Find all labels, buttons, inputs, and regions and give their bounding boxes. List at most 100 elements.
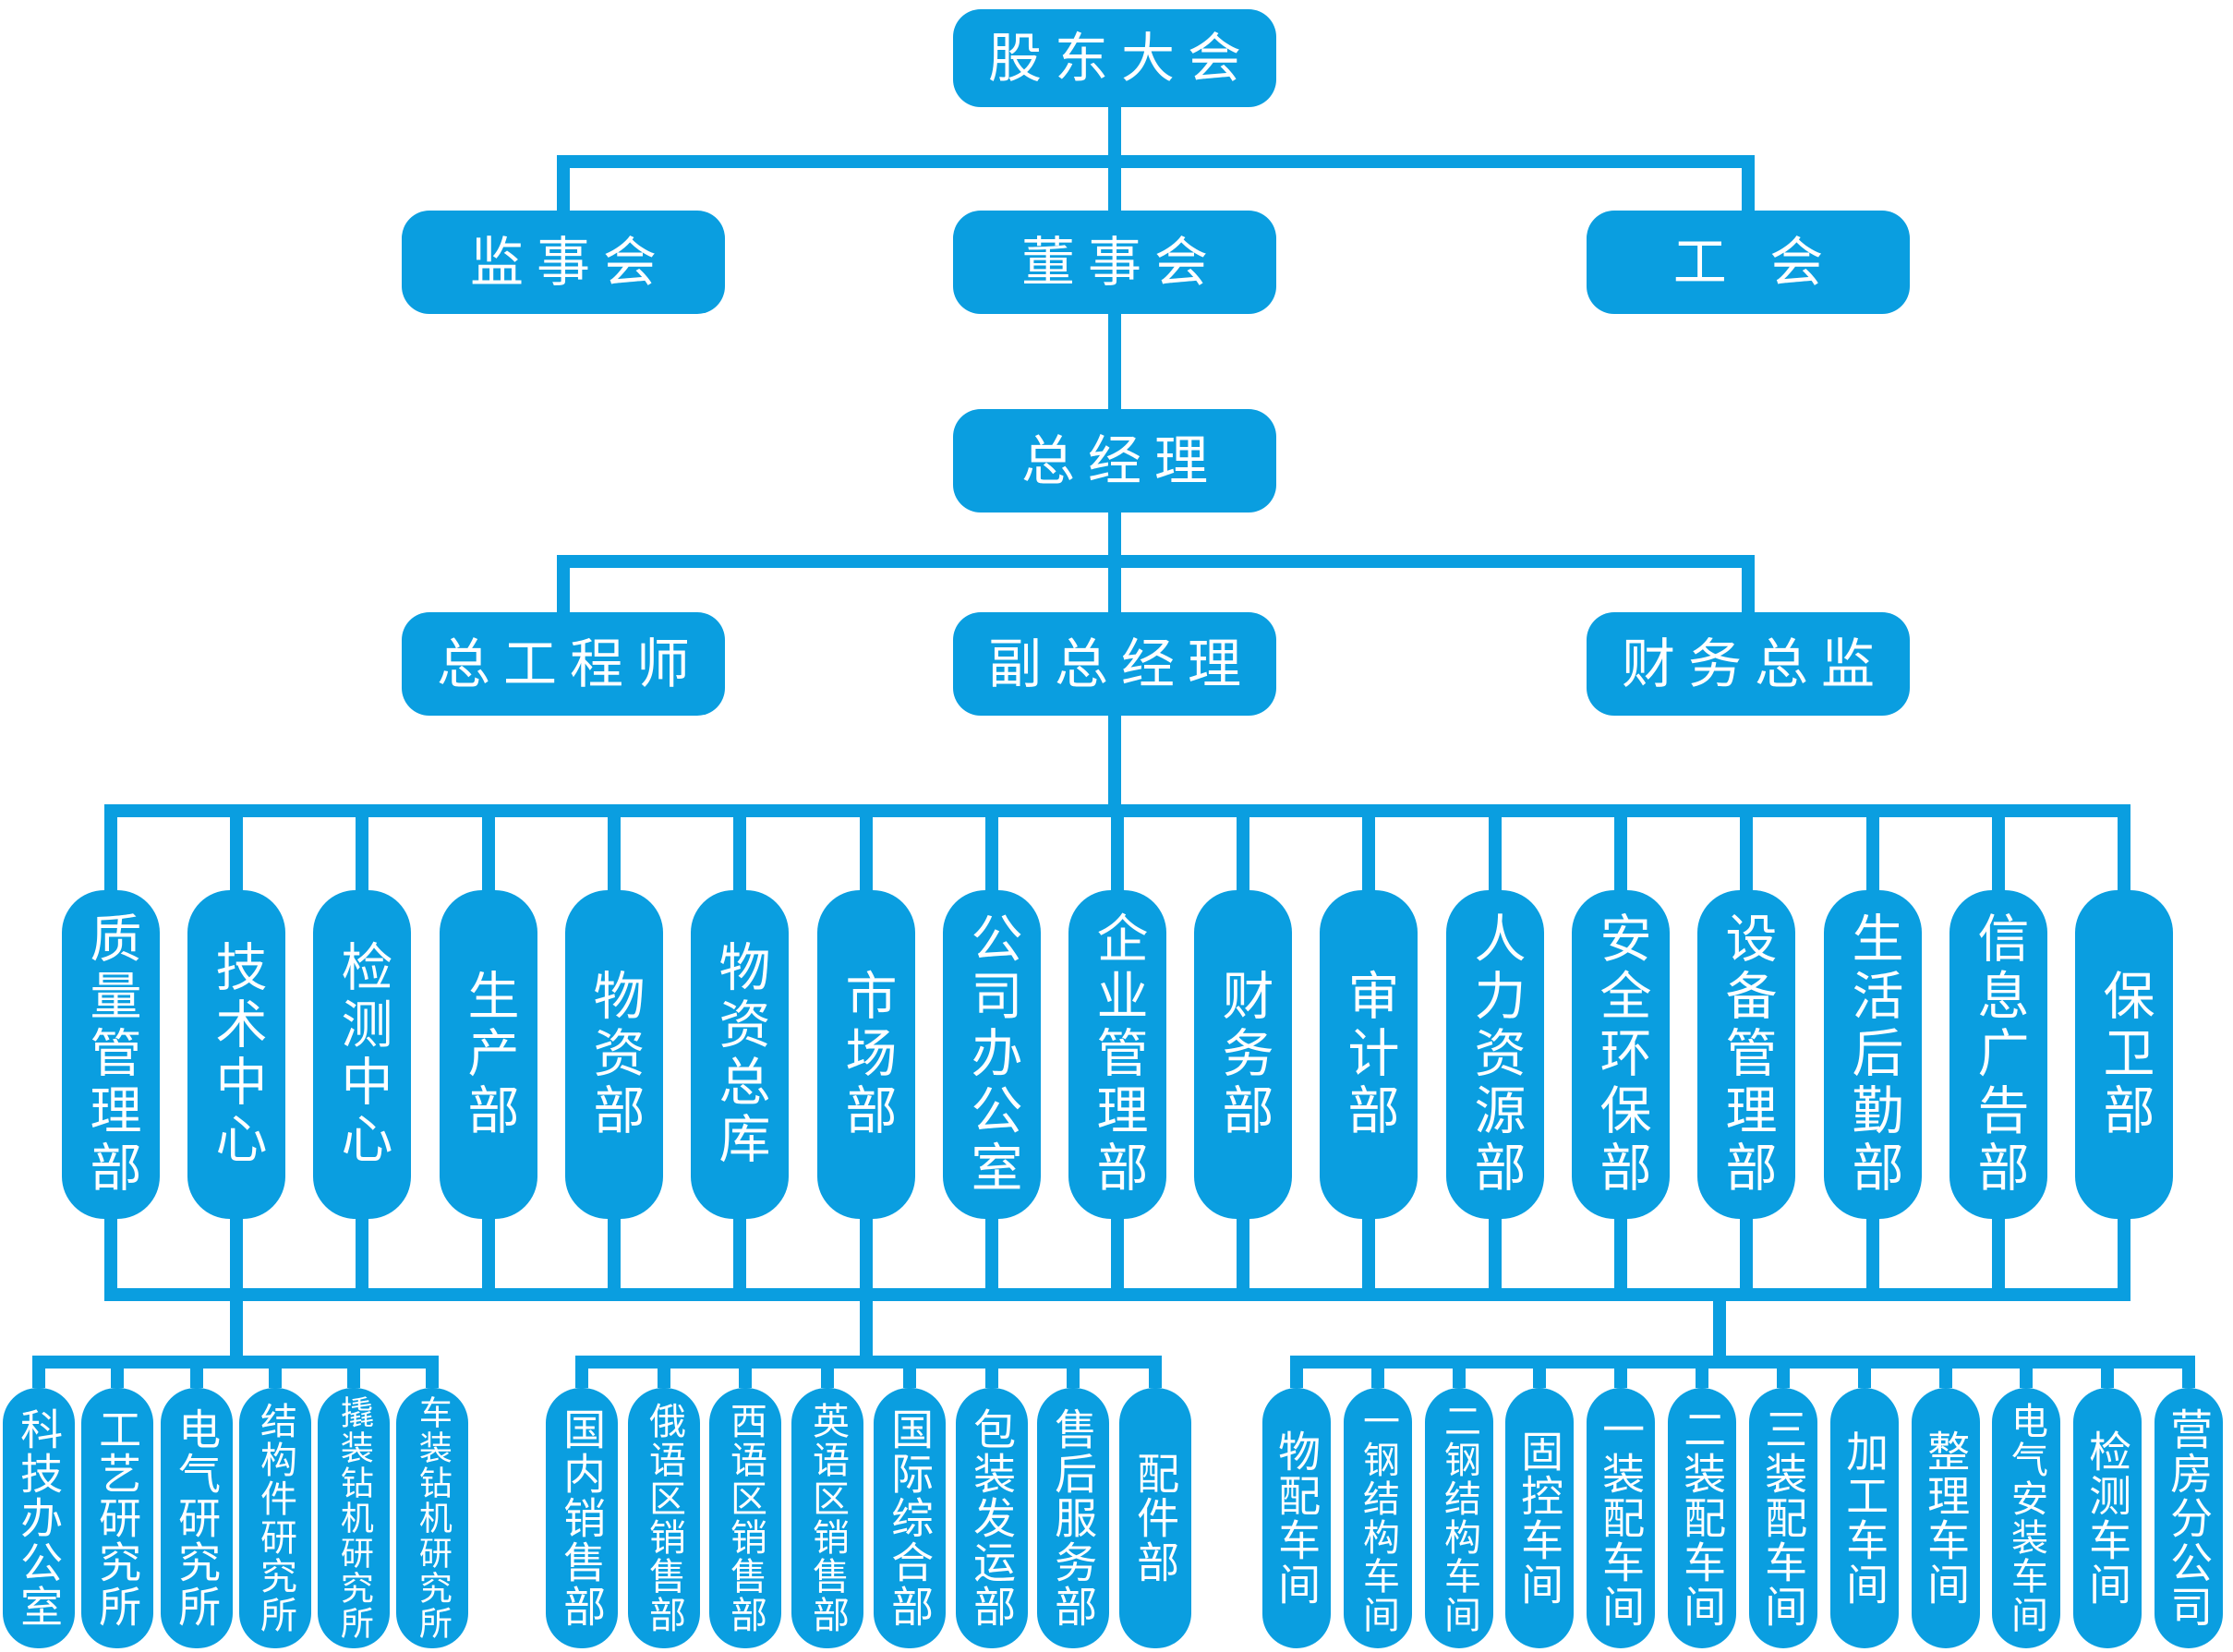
connector-line [1740, 1219, 1753, 1301]
node-dept-materials: 物资部 [565, 890, 663, 1219]
connector-line [1489, 1219, 1502, 1301]
connector-line [1108, 512, 1121, 568]
connector-line [1111, 804, 1124, 890]
node-label: 售后服务部 [1048, 1407, 1099, 1629]
connector-line [1489, 804, 1502, 890]
node-label: 英语区销售部 [806, 1402, 849, 1634]
connector-line [733, 1219, 746, 1301]
node-label: 物资部 [585, 969, 645, 1140]
node-sub-spare-parts: 配件部 [1119, 1388, 1191, 1648]
node-label: 安全环保部 [1591, 911, 1651, 1198]
connector-line [1866, 804, 1879, 890]
connector-line [1108, 555, 1121, 612]
node-dept-testing-center: 检测中心 [313, 890, 411, 1219]
node-dept-marketing: 市场部 [817, 890, 915, 1219]
node-sub-machining-workshop: 加工车间 [1830, 1388, 1899, 1648]
node-shareholders-meeting: 股东大会 [953, 9, 1276, 107]
connector-line [1992, 804, 2005, 890]
node-sub-assembly-3-workshop: 三装配车间 [1749, 1388, 1817, 1648]
node-sub-truck-rig-research: 车装钻机研究所 [396, 1388, 468, 1648]
node-label: 生活后勤部 [1843, 911, 1903, 1198]
node-label: 信息广告部 [1969, 911, 2029, 1198]
connector-line [985, 1356, 998, 1388]
node-deputy-general-manager: 副总经理 [953, 612, 1276, 716]
node-label: 包装发运部 [967, 1407, 1018, 1629]
connector-line [230, 1219, 243, 1301]
node-label: 俄语区销售部 [643, 1402, 685, 1634]
node-label: 监事会 [469, 231, 670, 294]
connector-line [1740, 804, 1753, 890]
node-dept-equipment-management: 设备管理部 [1697, 890, 1795, 1219]
node-dept-company-office: 公司办公室 [943, 890, 1041, 1219]
node-label: 科技办公室 [14, 1407, 65, 1629]
connector-line [575, 1356, 588, 1388]
node-finance-director: 财务总监 [1587, 612, 1910, 716]
connector-line [658, 1356, 670, 1388]
connector-line [2118, 804, 2130, 890]
node-sub-russian-region-sales: 俄语区销售部 [628, 1388, 700, 1648]
connector-line [557, 555, 1755, 568]
node-label: 一钢结构车间 [1357, 1402, 1399, 1634]
connector-line [608, 804, 621, 890]
node-label: 公司办公室 [962, 911, 1022, 1198]
node-dept-quality-management: 质量管理部 [62, 890, 160, 1219]
node-dept-materials-warehouse: 物资总库 [691, 890, 789, 1219]
node-sub-domestic-sales: 国内销售部 [546, 1388, 618, 1648]
node-sub-skid-rig-research: 撬装钻机研究所 [318, 1388, 390, 1648]
connector-line [1108, 314, 1121, 409]
node-label: 工艺研究所 [92, 1407, 143, 1629]
connector-line [1614, 1356, 1627, 1388]
node-sub-electrical-installation-workshop: 电气安装车间 [1992, 1388, 2060, 1648]
connector-line [1992, 1219, 2005, 1301]
node-label: 技术中心 [207, 940, 267, 1169]
connector-line [230, 1301, 243, 1369]
node-chief-engineer: 总工程师 [402, 612, 725, 716]
connector-line [190, 1356, 203, 1388]
connector-line [1149, 1356, 1162, 1388]
node-label: 人力资源部 [1466, 911, 1526, 1198]
connector-line [347, 1356, 360, 1388]
connector-line [230, 804, 243, 890]
connector-line [482, 804, 495, 890]
connector-line [1362, 1219, 1375, 1301]
connector-line [1696, 1356, 1708, 1388]
node-sub-steel-structure-1-workshop: 一钢结构车间 [1344, 1388, 1412, 1648]
node-dept-security: 保卫部 [2075, 890, 2173, 1219]
node-label: 企业管理部 [1088, 911, 1148, 1198]
node-sub-testing-workshop: 检测车间 [2073, 1388, 2142, 1648]
node-label: 三装配车间 [1758, 1407, 1809, 1629]
node-sub-electrical-research: 电气研究所 [161, 1388, 233, 1648]
connector-line [2020, 1356, 2033, 1388]
connector-line [608, 1219, 621, 1301]
connector-line [426, 1356, 439, 1388]
connector-line [2118, 1219, 2130, 1301]
connector-line [269, 1356, 282, 1388]
node-sub-process-research: 工艺研究所 [81, 1388, 153, 1648]
node-label: 结构件研究所 [254, 1402, 296, 1634]
connector-line [1533, 1356, 1546, 1388]
node-label: 配件部 [1130, 1452, 1181, 1585]
node-sub-material-distribution-workshop: 物配车间 [1262, 1388, 1331, 1648]
connector-line [985, 1219, 998, 1301]
node-board-of-directors: 董事会 [953, 211, 1276, 314]
connector-line [860, 804, 873, 890]
connector-line [1067, 1356, 1080, 1388]
connector-line [860, 1301, 873, 1369]
connector-line [1108, 155, 1121, 211]
node-label: 设备管理部 [1717, 911, 1777, 1198]
node-dept-human-resources: 人力资源部 [1446, 890, 1544, 1219]
connector-line [32, 1356, 439, 1369]
connector-line [733, 804, 746, 890]
connector-line [111, 1356, 124, 1388]
node-label: 营房分公司 [2164, 1407, 2215, 1629]
node-dept-safety-environment: 安全环保部 [1572, 890, 1670, 1219]
node-label: 检测车间 [2082, 1429, 2133, 1607]
node-sub-spanish-region-sales: 西语区销售部 [709, 1388, 781, 1648]
connector-line [2101, 1356, 2114, 1388]
connector-line [860, 1219, 873, 1301]
connector-line [2182, 1356, 2195, 1388]
node-label: 检测中心 [332, 940, 392, 1169]
node-dept-finance: 财务部 [1194, 890, 1292, 1219]
node-label: 股东大会 [987, 27, 1254, 90]
